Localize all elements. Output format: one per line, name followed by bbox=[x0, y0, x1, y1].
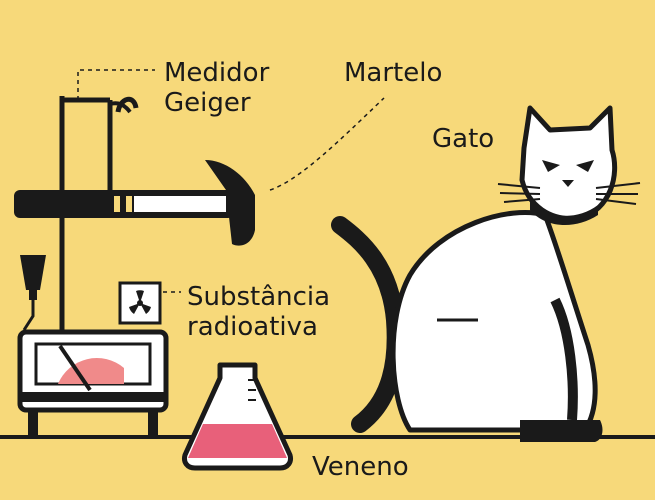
geiger-counter-icon bbox=[17, 255, 169, 436]
cat-icon bbox=[331, 105, 641, 442]
apparatus-frame bbox=[59, 96, 139, 335]
radiation-icon bbox=[118, 281, 162, 325]
hammer-icon bbox=[14, 160, 255, 246]
poison-label: Veneno bbox=[312, 452, 409, 482]
hammer-label: Martelo bbox=[344, 58, 443, 88]
cat-label: Gato bbox=[432, 124, 495, 154]
radioactive-substance-label: Substância radioativa bbox=[187, 282, 331, 342]
geiger-counter-label: Medidor Geiger bbox=[164, 58, 270, 118]
flask-icon bbox=[182, 362, 293, 471]
